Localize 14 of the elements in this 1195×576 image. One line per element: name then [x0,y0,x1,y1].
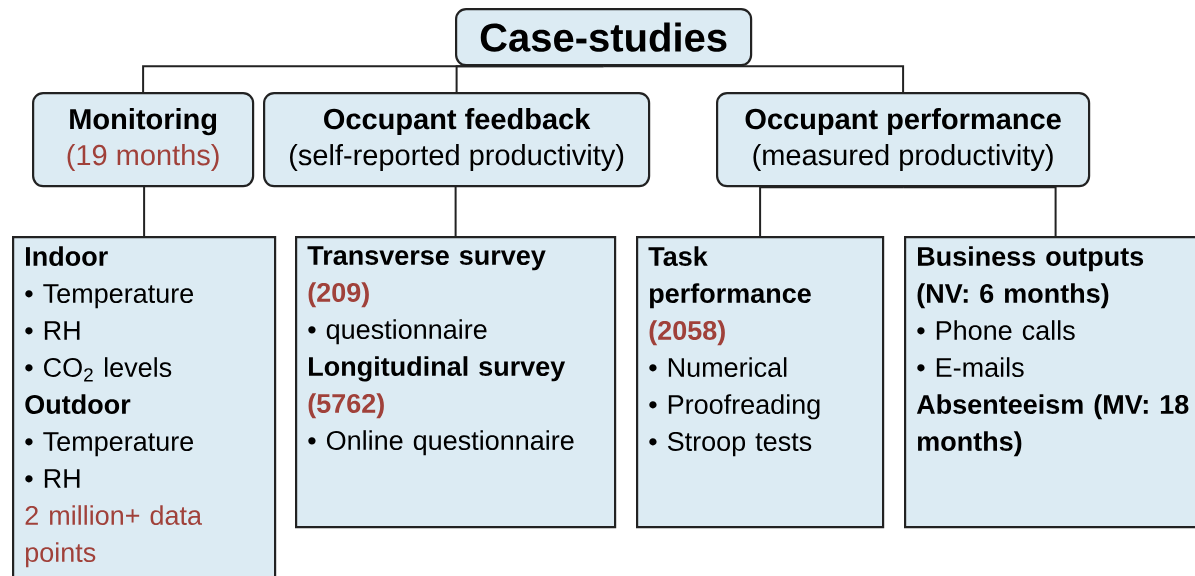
connector [455,65,605,93]
connector [454,186,458,237]
info-box: Task performance (2058) • Numerical • Proofreading • Stroop tests [636,236,885,529]
info-box: Transverse survey (209) • questionnaire Longitudinal survey (5762) • Online questionnaire [295,236,617,529]
connector [602,65,905,93]
connector [142,186,146,237]
info-box: Business outputs (NV: 6 months) • Phone calls • E-mails Absenteeism (MV: 18 months) [904,236,1195,529]
category-box: Occupant performance (measured productivity) [716,92,1091,188]
connector [902,186,1057,237]
info-box: Indoor • Temperature • RH • CO$_{2}$ levels Outdoor • Temperature • RH 2 million+ data points [12,236,277,576]
category-box: Occupant feedback (self-reported productivity) [263,92,651,188]
connector [759,186,905,237]
category-box: Monitoring (19 months) [32,92,255,188]
title-box: Case-studies [455,8,753,67]
